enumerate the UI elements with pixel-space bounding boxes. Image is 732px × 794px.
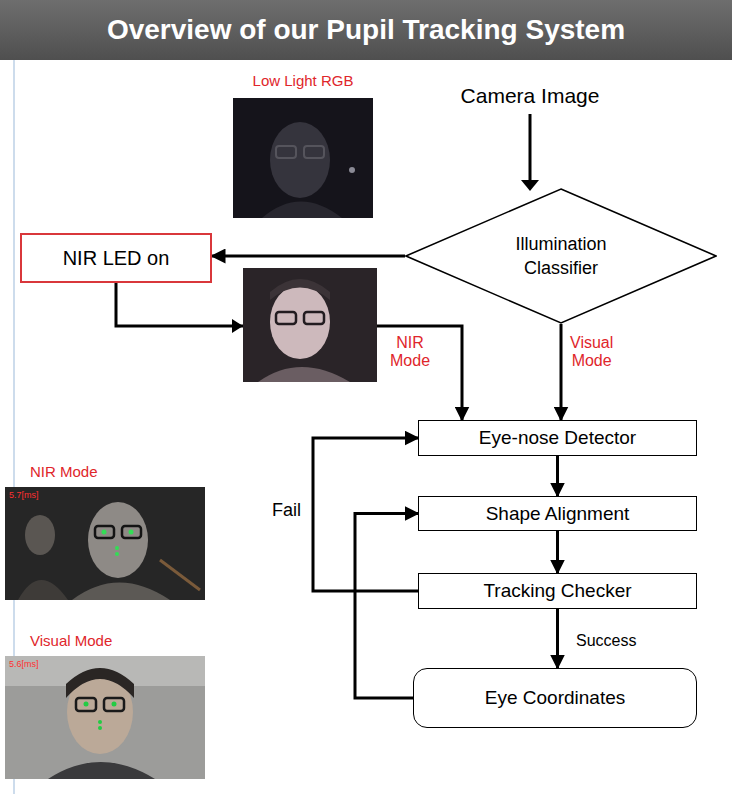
thumbnail-caption: NIR Mode	[30, 463, 98, 480]
node-label: Eye-nose Detector	[479, 425, 636, 451]
flow-arrow	[556, 609, 559, 668]
thumbnail-caption: Visual Mode	[30, 632, 112, 649]
edge-label: Success	[574, 632, 638, 650]
diamond-outline	[405, 188, 717, 324]
input-arrowhead	[521, 180, 539, 191]
title-band: Overview of our Pupil Tracking System	[0, 0, 732, 60]
edge-label: Visual Mode	[568, 334, 615, 371]
node-text-group: Eye Coordinates	[485, 685, 625, 711]
node-text-group: Tracking Checker	[483, 578, 631, 604]
visual-mode-thumbnail	[5, 656, 205, 779]
input-label: Camera Image	[440, 84, 620, 108]
output-box: Eye Coordinates	[413, 668, 697, 728]
nir-photo	[243, 268, 377, 382]
node-label: NIR LED on	[63, 245, 170, 272]
flow-arrow	[556, 456, 559, 496]
title-text: Overview of our Pupil Tracking System	[0, 0, 732, 60]
low-light-photo	[233, 98, 373, 218]
flow-arrow	[355, 514, 418, 699]
input-arrow	[529, 114, 532, 182]
node-text-group: Eye-nose Detector	[479, 425, 636, 451]
process-box: NIR LED on	[20, 233, 212, 283]
flow-arrow	[212, 255, 405, 258]
process-box: Tracking Checker	[418, 573, 697, 609]
photo-arrowhead	[232, 319, 243, 333]
decision-diamond: Illumination Classifier	[405, 188, 717, 324]
flow-arrow	[116, 283, 462, 420]
image-caption: Low Light RGB	[233, 72, 373, 89]
edge-label: NIR Mode	[388, 334, 432, 371]
nir-mode-thumbnail	[5, 487, 205, 600]
process-box: Shape Alignment	[418, 496, 697, 531]
node-label: Tracking Checker	[483, 578, 631, 604]
node-label: Illumination Classifier	[496, 232, 626, 281]
flow-arrow	[556, 531, 559, 573]
edge-label: Fail	[270, 500, 303, 521]
process-box: Eye-nose Detector	[418, 420, 697, 456]
node-text-group: Illumination Classifier	[496, 232, 626, 281]
node-label: Eye Coordinates	[485, 685, 625, 711]
node-label: Shape Alignment	[486, 501, 630, 527]
flow-arrow	[560, 324, 563, 420]
timing-label: 5.7[ms]	[9, 490, 39, 500]
diamond-shape	[406, 189, 716, 323]
node-text-group: Shape Alignment	[486, 501, 630, 527]
timing-label: 5.6[ms]	[9, 659, 39, 669]
node-text-group: NIR LED on	[63, 245, 170, 272]
